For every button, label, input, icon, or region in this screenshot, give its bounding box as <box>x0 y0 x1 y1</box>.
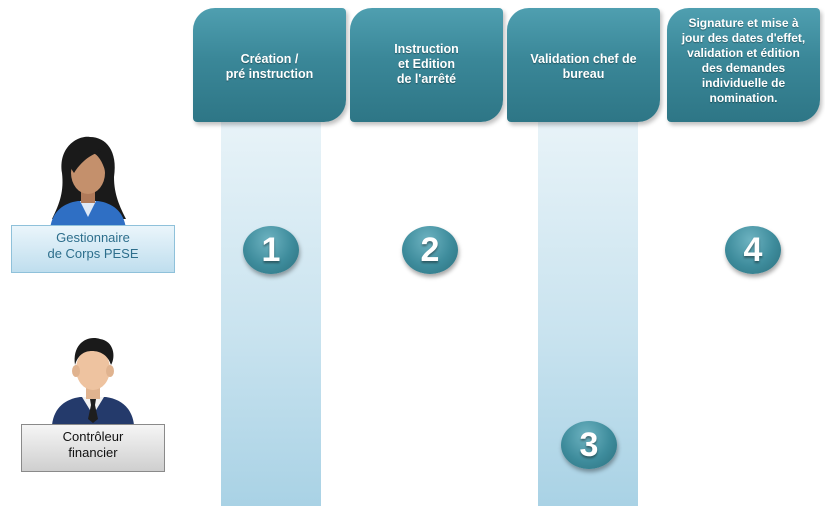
role-controleur-label-box: Contrôleur financier <box>21 424 165 472</box>
role-gestionnaire-label-box: Gestionnaire de Corps PESE <box>11 225 175 273</box>
column-header-2-label: Instruction et Edition de l'arrêté <box>394 42 459 86</box>
step-1-badge: 1 <box>243 226 299 274</box>
role-gestionnaire-label: Gestionnaire de Corps PESE <box>47 230 139 261</box>
female-user-icon <box>44 133 132 229</box>
lane-1 <box>221 120 321 506</box>
column-header-3-label: Validation chef de bureau <box>530 52 637 81</box>
step-3-badge: 3 <box>561 421 617 469</box>
step-2-badge: 2 <box>402 226 458 274</box>
male-user-icon <box>48 333 138 425</box>
column-header-1: Création / pré instruction <box>193 8 346 122</box>
step-4-badge: 4 <box>725 226 781 274</box>
column-header-3: Validation chef de bureau <box>507 8 660 122</box>
column-header-4-label: Signature et mise à jour des dates d'eff… <box>681 16 806 105</box>
column-header-1-label: Création / pré instruction <box>225 52 314 81</box>
column-header-4: Signature et mise à jour des dates d'eff… <box>667 8 820 122</box>
column-header-2: Instruction et Edition de l'arrêté <box>350 8 503 122</box>
role-controleur-label: Contrôleur financier <box>62 429 124 460</box>
